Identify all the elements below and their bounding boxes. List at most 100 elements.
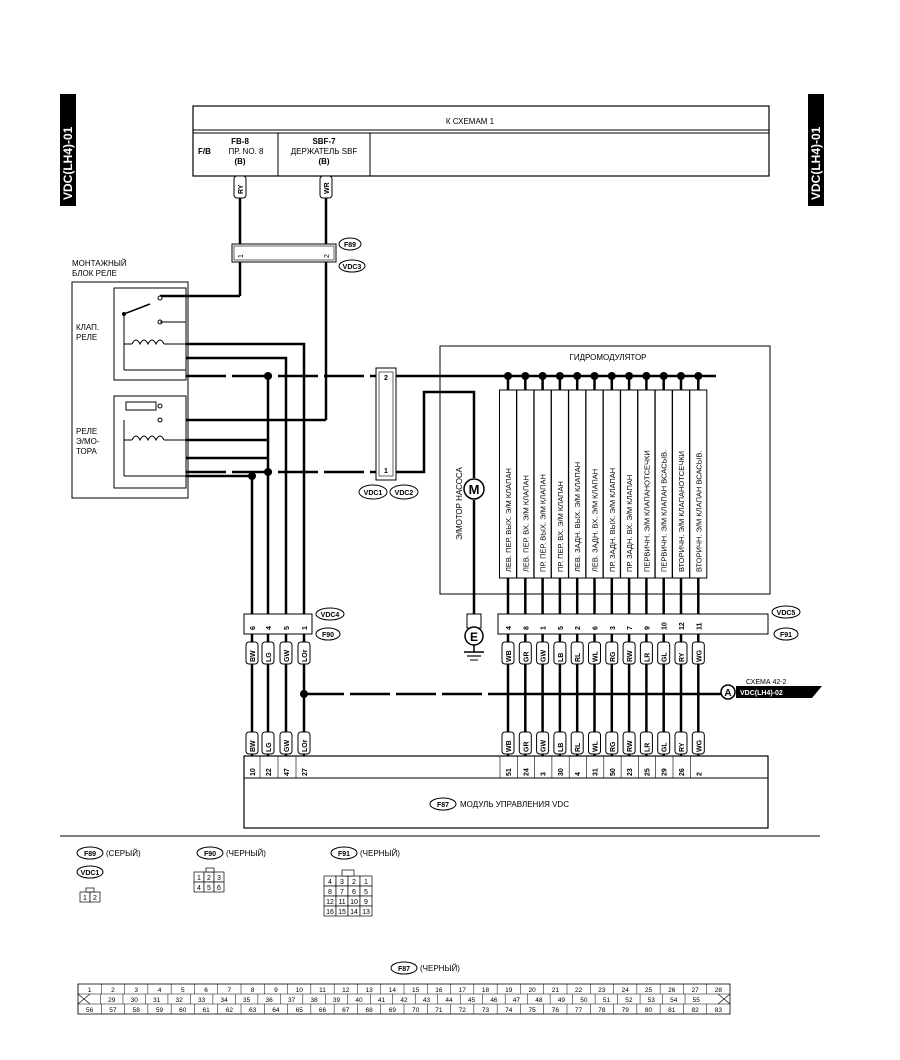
svg-text:FB-8: FB-8 (231, 137, 249, 146)
pin-label: 2 (575, 626, 582, 630)
ecm-pin-label: 26 (679, 768, 686, 776)
valve-label: ПЕРВИЧН. Э/М КЛАПАН ВСАСЫВ. (660, 450, 669, 572)
ecm-pin-label: 47 (284, 768, 291, 776)
svg-text:VDC5: VDC5 (777, 610, 796, 617)
f87-pin: 62 (226, 1007, 234, 1014)
pin-label: 5 (284, 626, 291, 630)
legend-f89-cell-label: 2 (93, 895, 97, 902)
svg-text:VDC3: VDC3 (343, 264, 362, 271)
svg-text:РЕЛЕ: РЕЛЕ (76, 333, 97, 342)
f87-pin: 15 (412, 987, 420, 994)
latch (85, 887, 95, 893)
f87-pin: 33 (198, 997, 206, 1004)
svg-text:ГИДРОМОДУЛЯТОР: ГИДРОМОДУЛЯТОР (569, 353, 646, 362)
wire-color-tag (691, 731, 705, 755)
ecm-pin-label: 4 (575, 772, 582, 776)
f87-pin: 9 (274, 987, 278, 994)
wire-color-label: BW (250, 650, 257, 662)
wire-color-tag (622, 641, 636, 665)
f87-pin: 44 (445, 997, 453, 1004)
f87-pin: 31 (153, 997, 161, 1004)
f87-pin: 12 (342, 987, 350, 994)
svg-text:КЛАП.: КЛАП. (76, 323, 99, 332)
svg-text:Э/МОТОР НАСОСА: Э/МОТОР НАСОСА (455, 466, 464, 540)
ecm-pin-label: 50 (610, 768, 617, 776)
wire-color-label: LR (644, 743, 651, 752)
f87-pin: 38 (310, 997, 318, 1004)
pin-label: 11 (696, 622, 703, 630)
svg-text:Э/МО-: Э/МО- (76, 437, 100, 446)
f87-pin: 53 (648, 997, 656, 1004)
f87-pin: 7 (228, 987, 232, 994)
wire-color-label: RY (679, 652, 686, 662)
svg-text:F87: F87 (398, 966, 410, 973)
wire-color-tag (518, 731, 532, 755)
ecm-pin-label: 29 (662, 768, 669, 776)
wire-color-tag (674, 731, 688, 755)
pin-label: 8 (523, 626, 530, 630)
ecm-pin-label: 30 (558, 768, 565, 776)
pin-label: 1 (541, 626, 548, 630)
f87-pin: 40 (355, 997, 363, 1004)
wire-color-label: WL (593, 740, 600, 752)
f87-pin: 2 (111, 987, 115, 994)
svg-text:VDC(LH4)-01: VDC(LH4)-01 (809, 126, 823, 200)
wire-color-label: RG (610, 651, 617, 662)
f87-pin: 71 (435, 1007, 443, 1014)
wire-color-tag (501, 641, 515, 665)
f87-pin: 54 (670, 997, 678, 1004)
f87-pin: 47 (513, 997, 521, 1004)
junction-dot (642, 372, 651, 380)
hydromodulator: ГИДРОМОДУЛЯТОР Э/МОТОР НАСОСА M (439, 345, 771, 595)
connector-vdc1: 2 1 VDC1 VDC2 (358, 367, 419, 500)
legend-f91-cell-label: 4 (328, 879, 332, 886)
f87-pin: 16 (435, 987, 443, 994)
ecm-pin-label: 3 (541, 772, 548, 776)
svg-text:РЕЛЕ: РЕЛЕ (76, 427, 97, 436)
ecm-pin-label: 24 (523, 768, 530, 776)
f87-pin: 13 (365, 987, 373, 994)
ecm-pin-label: 25 (644, 768, 651, 776)
f87-pin: 63 (249, 1007, 257, 1014)
f87-pin: 29 (108, 997, 116, 1004)
f87-pin: 78 (598, 1007, 606, 1014)
wire-color-label: LB (558, 743, 565, 752)
wire-color-tag (588, 731, 601, 755)
f87-pin: 69 (389, 1007, 397, 1014)
wire-color-tag (639, 641, 653, 665)
wire-color-tag (570, 731, 584, 755)
wire-tag-wr: WR (319, 175, 333, 199)
f87-pin: 52 (625, 997, 633, 1004)
pin-label: 4 (266, 626, 273, 630)
wire-color-label: WG (696, 649, 703, 662)
svg-text:(СЕРЫЙ): (СЕРЫЙ) (106, 849, 141, 858)
legend-f90-cell-label: 6 (217, 885, 221, 892)
f87-pin: 5 (181, 987, 185, 994)
valve-label: ПР. ПЕР. ВЫХ. Э/М КЛАПАН (539, 474, 548, 572)
ground-bus: A СХЕМА 42-2 VDC(LH4)-02 (300, 679, 822, 700)
svg-text:1: 1 (238, 254, 245, 258)
svg-text:ДЕРЖАТЕЛЬ SBF: ДЕРЖАТЕЛЬ SBF (291, 147, 358, 156)
connector-vdc5: VDC5 F91 (497, 605, 801, 641)
f87-pin: 48 (535, 997, 543, 1004)
f87-pin: 46 (490, 997, 498, 1004)
svg-text:WR: WR (324, 182, 331, 194)
wire-color-label: RG (610, 741, 617, 752)
pin-label: 1 (302, 626, 309, 630)
f87-pin: 56 (86, 1007, 94, 1014)
side-label-left: VDC(LH4)-01 (60, 94, 76, 206)
junction-dot (677, 372, 685, 380)
wire-color-label: GL (662, 742, 669, 752)
wire-color-label: RY (679, 742, 686, 752)
junction-dot (555, 372, 564, 380)
valve-label: ЛЕВ. ПЕР. ВХ. Э/М КЛАПАН (521, 475, 530, 572)
connector-f89: 1 2 F89 VDC3 (231, 237, 366, 273)
ecm-pin-label: 10 (250, 768, 257, 776)
pin-label: 4 (506, 626, 513, 630)
svg-text:(B): (B) (318, 157, 329, 166)
relay-block: МОНТАЖНЫЙ БЛОК РЕЛЕ КЛАП. РЕЛЕ РЕЛЕ Э/МО… (71, 259, 189, 499)
f87-pin: 51 (603, 997, 611, 1004)
legend-f90-cell (213, 881, 225, 893)
